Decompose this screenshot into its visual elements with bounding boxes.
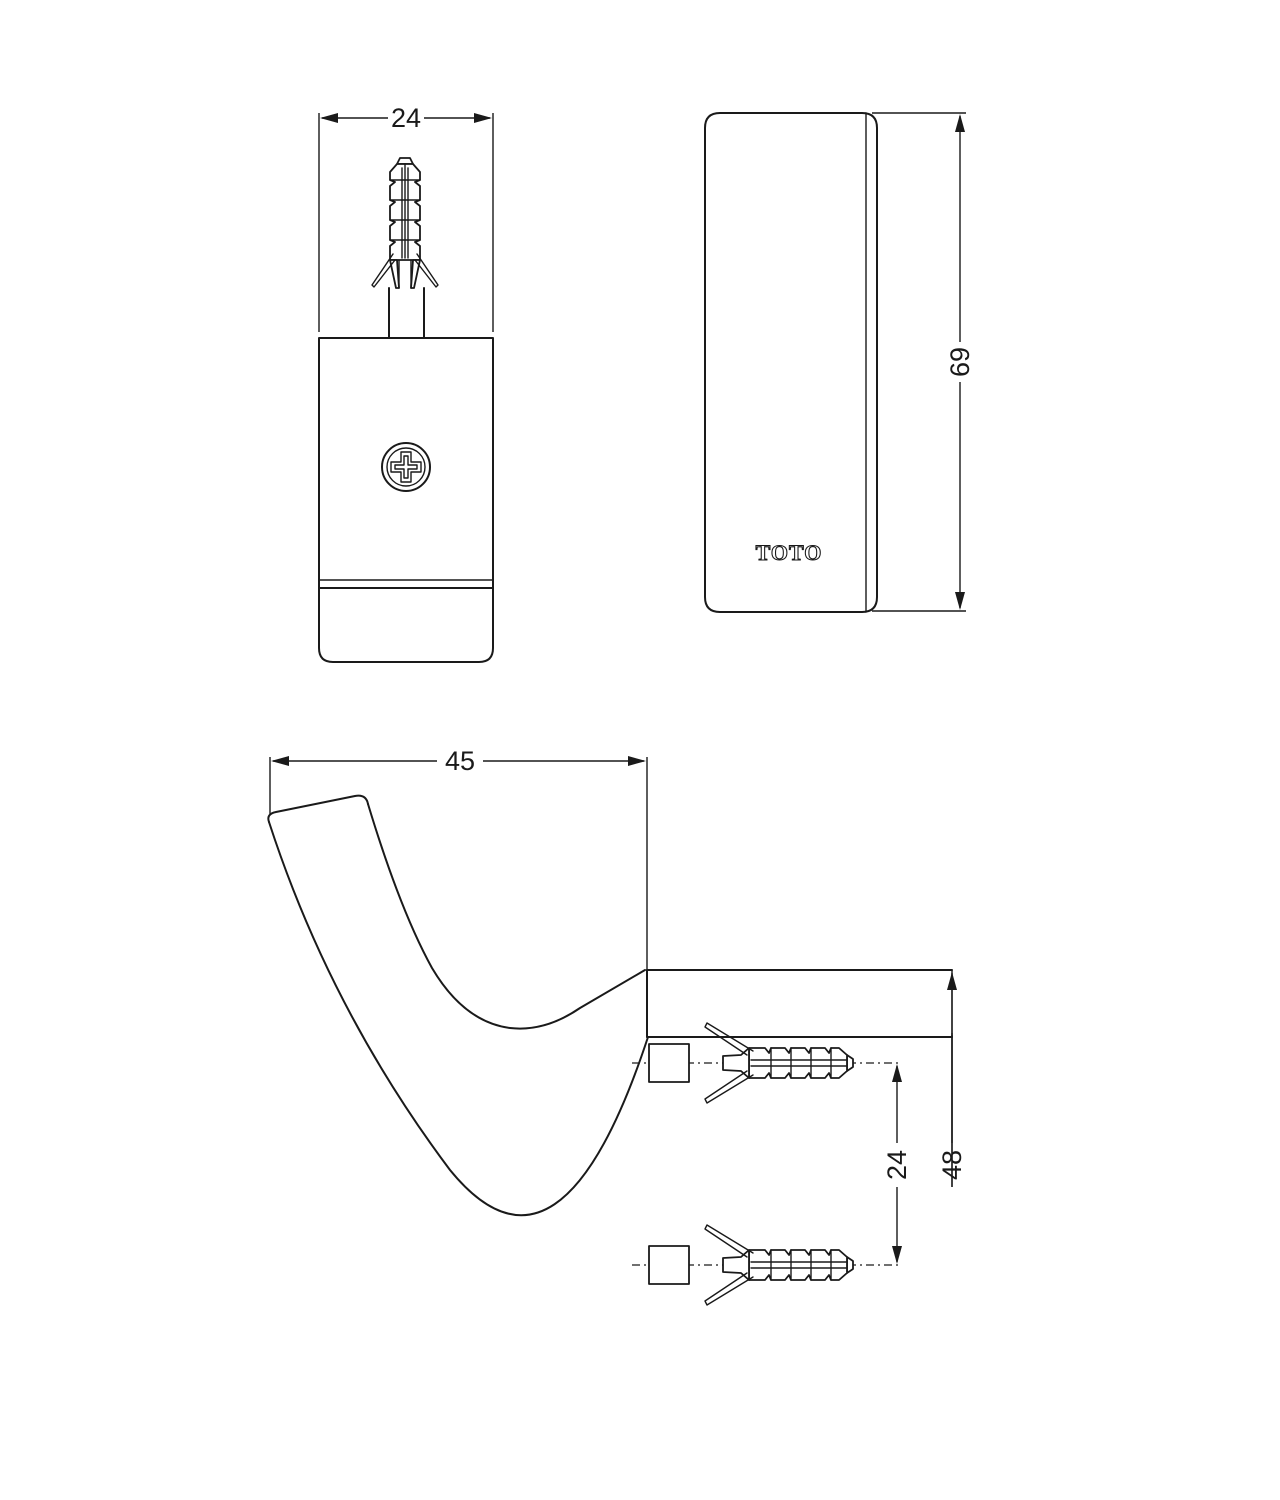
wall-plug-icon xyxy=(371,157,439,339)
dimension-front-width-label: 24 xyxy=(391,103,421,133)
front-view: 24 xyxy=(318,103,494,663)
wall-plug-icon xyxy=(632,1022,900,1104)
dimension-hook-depth: 45 xyxy=(269,746,648,970)
mounting-base xyxy=(646,969,953,1038)
dimension-base-height-label: 48 xyxy=(937,1150,967,1180)
wall-plug-icon xyxy=(632,1224,900,1306)
hook-profile-view: 45 xyxy=(267,746,967,1306)
dimension-plug-spacing: 24 xyxy=(882,1064,912,1264)
brand-logo: TOTO xyxy=(756,540,823,565)
dimension-hook-depth-label: 45 xyxy=(445,746,475,776)
dimension-side-height-label: 69 xyxy=(945,347,975,377)
dimension-side-height: 69 xyxy=(872,112,975,612)
hook-outline xyxy=(267,794,649,1217)
dimension-plug-spacing-label: 24 xyxy=(882,1150,912,1180)
side-body xyxy=(704,112,878,613)
side-view: TOTO 69 xyxy=(704,112,975,613)
dimension-front-width: 24 xyxy=(318,103,494,332)
dimension-base-height: 48 xyxy=(648,969,967,1187)
phillips-screw-icon xyxy=(381,442,431,492)
front-body xyxy=(318,337,494,663)
